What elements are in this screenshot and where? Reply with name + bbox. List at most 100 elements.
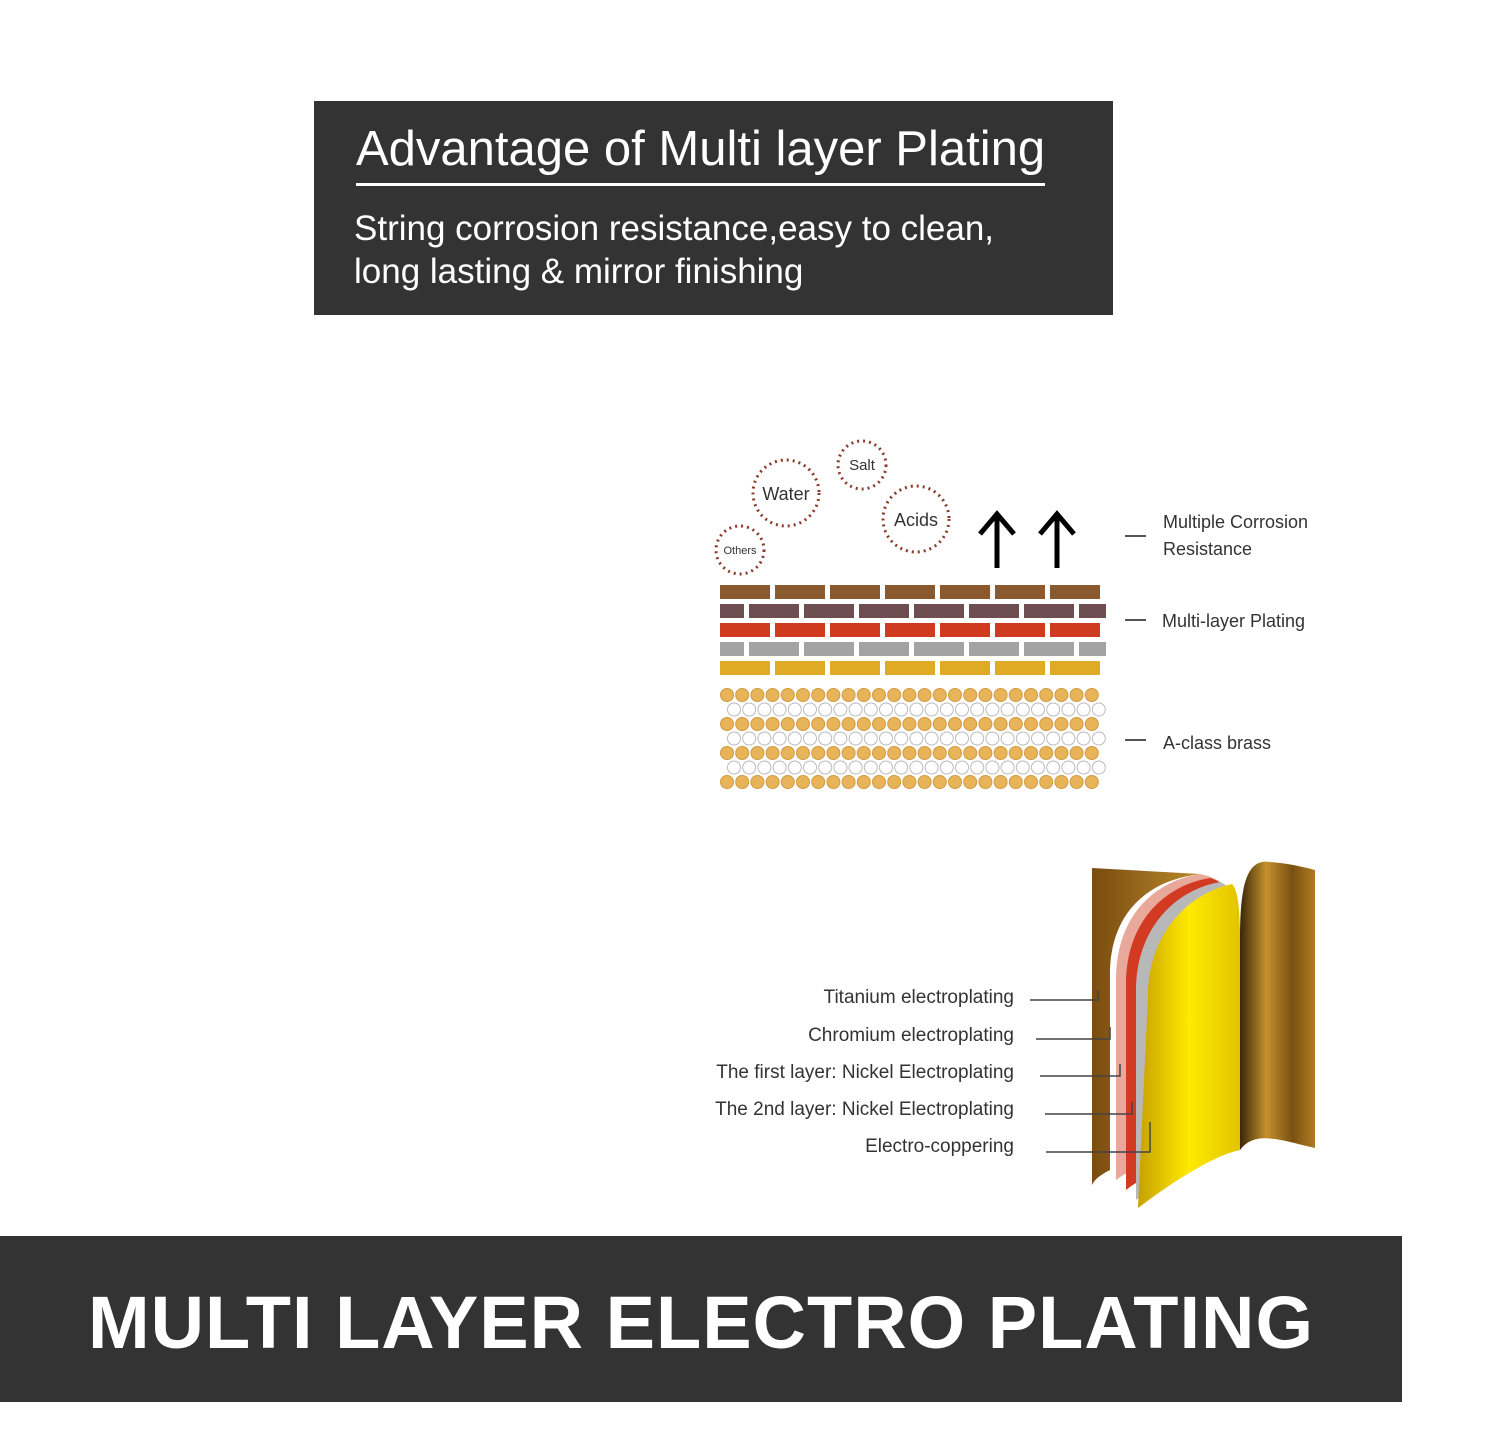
brass-atom	[1084, 717, 1099, 731]
brass-atom	[894, 731, 909, 746]
plating-brick	[830, 585, 880, 599]
brass-atom	[978, 775, 993, 789]
brass-atom	[1054, 717, 1069, 731]
header-subtitle: String corrosion resistance,easy to clea…	[354, 207, 1094, 293]
label-plating: Multi-layer Plating	[1162, 611, 1305, 631]
brass-atom	[765, 746, 780, 760]
brass-atom	[863, 760, 878, 775]
brass-atom	[833, 731, 848, 746]
brass-atom	[1054, 746, 1069, 760]
brass-atom	[985, 702, 1000, 717]
brass-atom	[848, 760, 863, 775]
brass-atom	[879, 731, 893, 746]
brass-atom	[917, 717, 932, 731]
brass-atom	[909, 702, 924, 717]
brass-atom	[826, 746, 841, 760]
brass-atom	[924, 731, 939, 746]
brass-atom	[735, 746, 750, 760]
brass-atom	[803, 702, 817, 717]
plating-brick	[804, 642, 854, 656]
brass-atom	[1008, 717, 1023, 731]
brass-atom	[948, 775, 962, 789]
plating-brick	[859, 642, 909, 656]
brass-atom	[841, 775, 856, 789]
brass-atom	[750, 746, 765, 760]
brass-atom	[879, 760, 893, 775]
brass-atom	[765, 775, 780, 789]
plating-brick	[969, 604, 1019, 618]
brass-atom	[772, 760, 787, 775]
plating-brick	[859, 604, 909, 618]
plating-brick	[804, 604, 854, 618]
brass-atom	[887, 717, 902, 731]
brass-atom	[803, 731, 817, 746]
brass-atom	[787, 760, 802, 775]
plating-brick	[775, 661, 825, 675]
arrow-up-icon	[1038, 510, 1076, 568]
brass-atom	[1024, 775, 1038, 789]
plating-brick	[1024, 604, 1074, 618]
brass-atom	[780, 775, 795, 789]
brass-atom	[993, 746, 1008, 760]
brass-atom	[917, 746, 932, 760]
plating-brick	[749, 604, 799, 618]
plating-brick	[775, 623, 825, 637]
brass-atom	[727, 702, 741, 717]
brass-atom	[872, 746, 886, 760]
brass-atom	[1046, 760, 1061, 775]
plating-brick	[1079, 642, 1106, 656]
brass-atom	[765, 717, 780, 731]
sheet-label-chromium: Chromium electroplating	[808, 1025, 1014, 1046]
brass-atom	[887, 688, 902, 702]
brass-atom	[1054, 775, 1069, 789]
brass-atom	[963, 688, 978, 702]
brass-atom	[1076, 760, 1091, 775]
brass-atom	[887, 775, 902, 789]
plating-brick	[775, 585, 825, 599]
brass-atom	[932, 775, 947, 789]
brass-atom	[917, 688, 932, 702]
brass-atom	[720, 717, 734, 731]
sheet-diagram: Titanium electroplating Chromium electro…	[680, 850, 1340, 1220]
plating-brick	[995, 661, 1045, 675]
brass-atom	[720, 688, 734, 702]
plating-brick	[969, 642, 1019, 656]
brass-atom	[993, 717, 1008, 731]
brass-atom	[1015, 760, 1030, 775]
brass-atom	[1008, 688, 1023, 702]
brass-atom	[826, 775, 841, 789]
brass-atom	[742, 702, 757, 717]
brass-atom	[879, 702, 893, 717]
brass-atom	[720, 775, 734, 789]
brass-atom	[1000, 731, 1015, 746]
label-resistance-line1: Multiple Corrosion	[1163, 512, 1308, 532]
brass-atom	[1031, 760, 1045, 775]
brass-atom	[932, 717, 947, 731]
brass-atom	[872, 775, 886, 789]
brass-atom	[1031, 702, 1045, 717]
agent-salt: Salt	[836, 439, 888, 491]
sheet-label-nickel-first: The first layer: Nickel Electroplating	[716, 1062, 1014, 1083]
brass-atom	[978, 688, 993, 702]
brass-atom	[818, 731, 833, 746]
brass-atom	[939, 702, 954, 717]
brass-atom	[1069, 775, 1084, 789]
brass-atom	[1076, 702, 1091, 717]
brass-atom	[720, 746, 734, 760]
brass-atom	[727, 760, 741, 775]
brass-atom	[902, 717, 917, 731]
plating-brick	[940, 623, 990, 637]
brass-atom	[932, 688, 947, 702]
brass-atom	[1008, 746, 1023, 760]
brass-base	[720, 688, 1106, 789]
brass-atom	[985, 760, 1000, 775]
brass-atom	[902, 688, 917, 702]
brass-atom	[818, 760, 833, 775]
brass-atom	[924, 760, 939, 775]
plating-brick	[1050, 585, 1100, 599]
brass-atom	[796, 688, 810, 702]
sheet-label-nickel-second: The 2nd layer: Nickel Electroplating	[715, 1099, 1014, 1120]
brass-atom	[1091, 731, 1106, 746]
footer-banner: MULTI LAYER ELECTRO PLATING	[0, 1236, 1402, 1402]
brass-atom	[978, 746, 993, 760]
